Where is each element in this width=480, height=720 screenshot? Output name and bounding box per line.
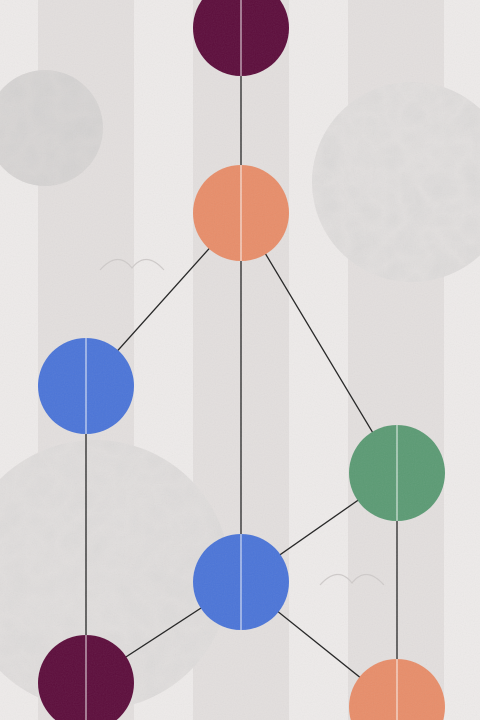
paper-grain-overlay	[0, 0, 480, 720]
network-graph-canvas	[0, 0, 480, 720]
network-illustration	[0, 0, 480, 720]
